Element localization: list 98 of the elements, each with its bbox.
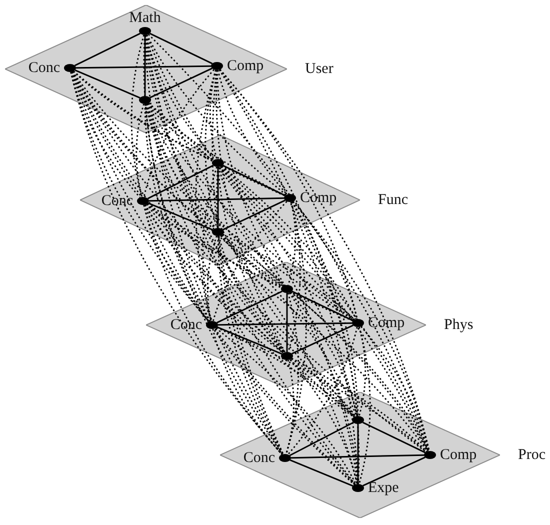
connector-line: [148, 197, 284, 202]
dotted-connector: [216, 326, 356, 418]
dotted-connector: [216, 326, 427, 452]
dotted-connector: [146, 203, 428, 452]
dotted-connector: [144, 104, 210, 322]
dotted-connector: [221, 166, 430, 452]
dotted-connector: [216, 166, 284, 454]
connector-line: [218, 322, 352, 326]
connector-line: [362, 456, 426, 486]
connector-line: [74, 70, 140, 98]
dotted-connector: [291, 358, 428, 452]
dotted-connector: [130, 34, 145, 198]
connector-line: [292, 290, 354, 322]
connector-line: [217, 167, 219, 228]
dotted-connector: [358, 326, 371, 484]
node-label: Conc: [170, 317, 202, 333]
dotted-connector: [221, 166, 357, 320]
dotted-connector: [70, 72, 356, 486]
connector-line: [148, 202, 214, 231]
dotted-connector: [144, 204, 354, 418]
dotted-connector: [216, 70, 286, 286]
node-label: Math: [129, 10, 161, 26]
dotted-connector: [202, 166, 218, 322]
layer-label: User: [305, 60, 334, 78]
node-label: Comp: [227, 58, 264, 74]
connector-line: [290, 454, 424, 459]
connector-line: [222, 200, 286, 230]
connector-line: [292, 324, 354, 354]
dotted-connector: [206, 236, 218, 322]
dotted-connector: [145, 104, 356, 485]
connector-line: [362, 422, 426, 454]
dotted-connector: [221, 234, 358, 416]
dotted-connector: [215, 328, 357, 485]
connector-line: [76, 65, 212, 69]
dotted-connector: [146, 104, 356, 418]
dotted-connector: [143, 69, 215, 198]
node-label: Expe: [368, 480, 399, 496]
connector-line: [290, 459, 354, 487]
connector-line: [222, 164, 286, 196]
dotted-connector: [148, 34, 430, 452]
node-label: Conc: [28, 60, 60, 76]
dotted-connector: [220, 235, 283, 287]
dotted-connector: [144, 204, 355, 486]
connector-line: [216, 290, 282, 324]
dotted-connector: [286, 360, 294, 454]
connector-line: [357, 424, 359, 484]
dotted-connector: [285, 292, 300, 454]
node-label: Comp: [300, 190, 337, 206]
dotted-connector: [360, 326, 430, 452]
dotted-connector: [292, 201, 430, 452]
dotted-connector: [217, 236, 284, 455]
connector-line: [147, 164, 214, 200]
dotted-connector: [218, 166, 285, 286]
dotted-connector: [72, 71, 354, 321]
dotted-connector: [146, 204, 282, 288]
connector-line: [286, 293, 288, 352]
dotted-connector: [222, 234, 428, 452]
dotted-connector: [147, 103, 214, 161]
dotted-connector: [73, 70, 286, 196]
connector-line: [74, 32, 141, 66]
dotted-connector: [289, 292, 358, 416]
dotted-connector: [143, 204, 283, 455]
dotted-connector: [72, 71, 426, 453]
dotted-connector: [148, 102, 286, 196]
dotted-connector: [146, 103, 354, 321]
layer-label: Func: [378, 191, 408, 209]
dotted-connector: [145, 34, 356, 417]
dotted-connector: [291, 201, 360, 484]
dotted-connector: [292, 201, 359, 416]
dotted-connector: [146, 34, 355, 320]
connector-line: [149, 32, 213, 64]
layer-label: Phys: [444, 316, 474, 334]
dotted-connector: [218, 236, 285, 353]
dotted-connector: [146, 34, 287, 196]
dotted-connector: [70, 72, 283, 455]
dotted-connector: [290, 358, 356, 417]
dotted-connector: [144, 34, 356, 485]
dotted-connector: [217, 70, 288, 195]
dotted-connector: [222, 234, 356, 320]
dotted-connector: [212, 200, 288, 322]
dotted-connector: [212, 328, 283, 455]
connector-line: [289, 422, 354, 456]
connector-line: [150, 68, 212, 98]
dotted-connector: [290, 292, 429, 452]
connector-line: [216, 326, 282, 355]
dotted-connector: [144, 104, 284, 455]
dotted-connector: [287, 326, 358, 455]
layer-label: Proc: [518, 446, 546, 464]
dotted-connector: [148, 102, 429, 452]
dotted-connector: [136, 104, 144, 198]
dotted-connector: [216, 70, 286, 353]
dotted-connector: [289, 359, 358, 484]
connector-line: [144, 35, 146, 96]
node-label: Conc: [243, 450, 275, 466]
dotted-connector: [146, 204, 354, 322]
dotted-connector: [220, 235, 358, 484]
dotted-connector: [212, 70, 284, 454]
node-label: Comp: [440, 447, 477, 463]
